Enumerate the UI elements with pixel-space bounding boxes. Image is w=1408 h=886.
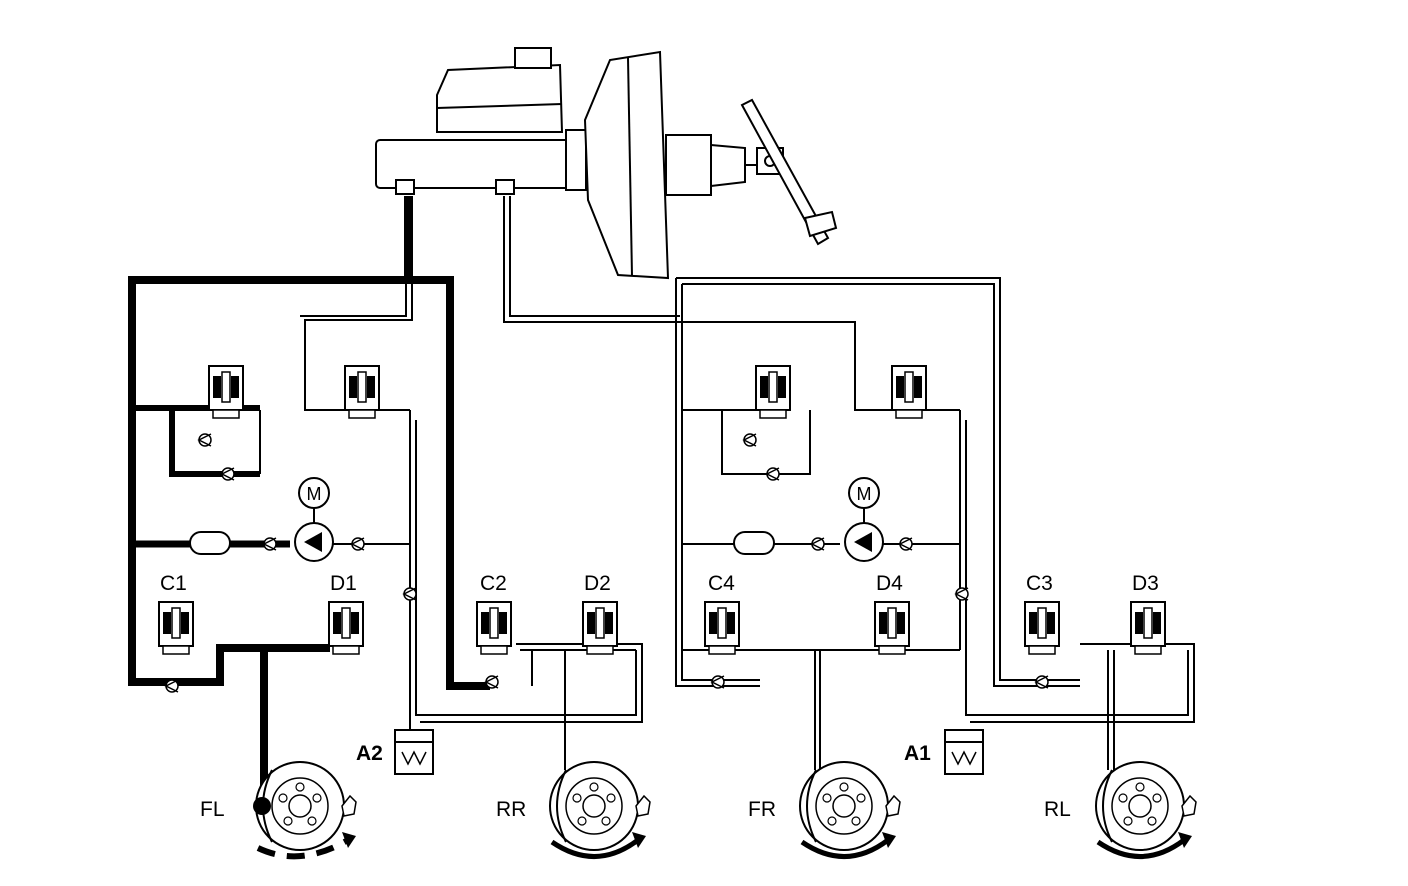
brake-pedal xyxy=(740,98,838,246)
wheel-FL xyxy=(253,761,357,860)
label-D3: D3 xyxy=(1132,572,1159,595)
brake-booster xyxy=(583,50,746,280)
valve-inlet-left-2 xyxy=(344,365,380,419)
valve-inlet-right-2 xyxy=(891,365,927,419)
wheel-RR xyxy=(549,761,651,859)
label-C2: C2 xyxy=(480,572,507,595)
valve-inlet-left-1 xyxy=(208,365,244,419)
label-D4: D4 xyxy=(876,572,903,595)
wheel-FR xyxy=(799,761,901,859)
valve-C2 xyxy=(476,601,512,655)
label-C1: C1 xyxy=(160,572,187,595)
valve-D1 xyxy=(328,601,364,655)
valve-C4 xyxy=(704,601,740,655)
label-A1: A1 xyxy=(904,742,931,765)
wheel-RL xyxy=(1095,761,1197,859)
label-FL: FL xyxy=(200,798,225,821)
label-C3: C3 xyxy=(1026,572,1053,595)
valve-D2 xyxy=(582,601,618,655)
valve-C3 xyxy=(1024,601,1060,655)
label-C4: C4 xyxy=(708,572,735,595)
low-pressure-reservoirs xyxy=(189,531,775,555)
label-RR: RR xyxy=(496,798,526,821)
valve-inlet-right-1 xyxy=(755,365,791,419)
left-circuit-lines xyxy=(128,196,643,790)
master-cylinder xyxy=(375,47,587,195)
motor-label-right: M xyxy=(857,484,872,504)
valve-C1 xyxy=(158,601,194,655)
valve-D3 xyxy=(1130,601,1166,655)
accumulator-A2 xyxy=(394,729,434,775)
valve-D4 xyxy=(874,601,910,655)
accumulator-A1 xyxy=(944,729,984,775)
label-D1: D1 xyxy=(330,572,357,595)
right-circuit-lines xyxy=(503,196,1195,770)
label-A2: A2 xyxy=(356,742,383,765)
label-FR: FR xyxy=(748,798,776,821)
label-RL: RL xyxy=(1044,798,1071,821)
motor-label-left: M xyxy=(307,484,322,504)
label-D2: D2 xyxy=(584,572,611,595)
